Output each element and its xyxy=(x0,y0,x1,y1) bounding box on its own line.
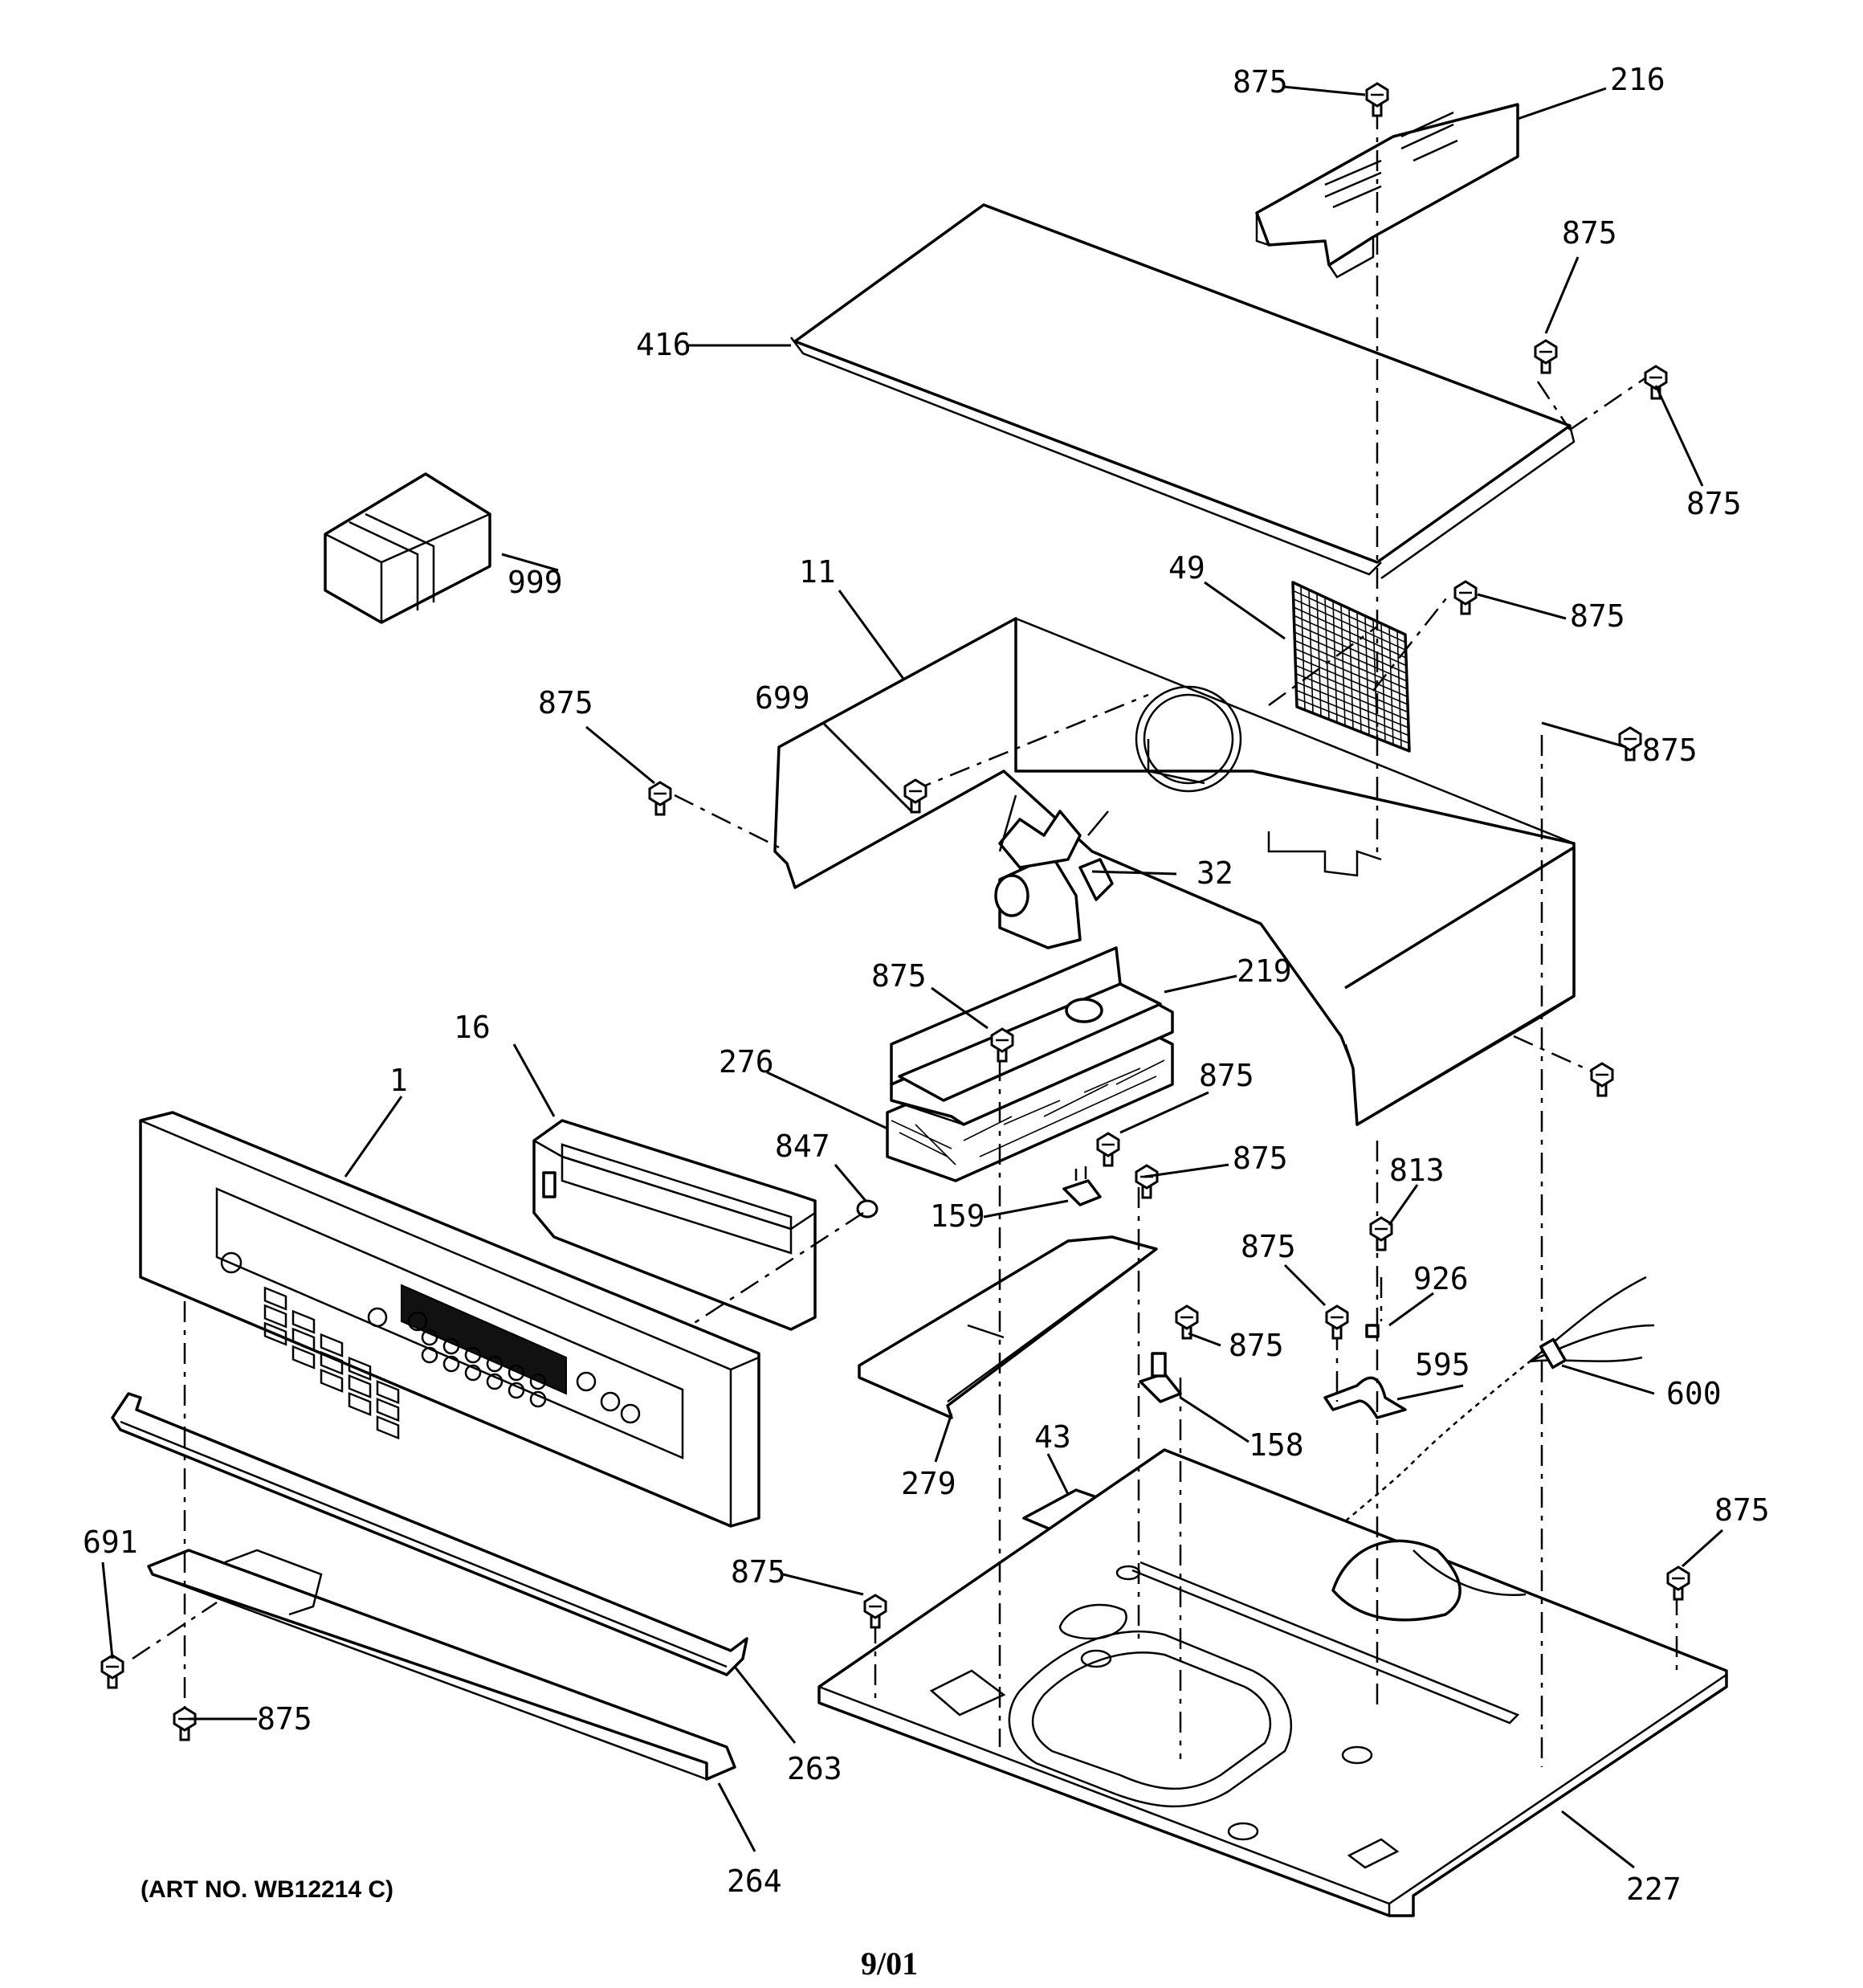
screw-icon xyxy=(1369,1216,1393,1251)
part-216-vent-cover xyxy=(1255,103,1519,279)
callout-43: 43 xyxy=(1034,1419,1071,1455)
screw-icon xyxy=(1365,82,1389,117)
callout-875: 875 xyxy=(538,685,593,720)
callout-875: 875 xyxy=(257,1701,312,1737)
part-416-top-panel xyxy=(790,203,1576,580)
screw-icon xyxy=(1590,1062,1614,1097)
callout-216: 216 xyxy=(1610,62,1665,97)
part-158-switch xyxy=(1139,1352,1182,1403)
part-926-clip xyxy=(1365,1324,1380,1338)
screw-icon xyxy=(173,1706,197,1741)
callout-875: 875 xyxy=(1233,1141,1288,1176)
part-159-switch xyxy=(1062,1166,1102,1206)
callout-699: 699 xyxy=(755,680,810,716)
callout-416: 416 xyxy=(636,327,691,362)
screw-icon xyxy=(1096,1132,1120,1167)
art-number: (ART NO. WB12214 C) xyxy=(141,1876,393,1903)
screw-icon xyxy=(1618,726,1642,761)
part-227-base-pan xyxy=(817,1448,1728,1917)
callout-813: 813 xyxy=(1389,1153,1445,1188)
callout-875: 875 xyxy=(1229,1328,1284,1363)
callout-1: 1 xyxy=(389,1063,408,1098)
callout-600: 600 xyxy=(1666,1376,1722,1411)
part-263-front-trim xyxy=(111,1392,748,1676)
screw-icon xyxy=(990,1027,1014,1063)
callout-926: 926 xyxy=(1413,1261,1469,1296)
callout-159: 159 xyxy=(930,1198,985,1234)
screw-icon xyxy=(863,1594,887,1629)
callout-264: 264 xyxy=(727,1863,782,1899)
screws xyxy=(100,82,1690,1741)
callout-691: 691 xyxy=(83,1525,138,1560)
leader-lines xyxy=(101,85,1724,1869)
part-11-housing xyxy=(773,617,1576,1126)
part-1-control-panel xyxy=(139,1111,760,1528)
callout-276: 276 xyxy=(719,1044,774,1080)
screw-icon xyxy=(903,778,927,814)
callout-49: 49 xyxy=(1168,550,1205,586)
callout-875: 875 xyxy=(731,1554,786,1590)
callout-875: 875 xyxy=(1233,64,1288,100)
callout-279: 279 xyxy=(901,1466,956,1501)
screw-icon xyxy=(1175,1304,1199,1340)
callout-158: 158 xyxy=(1249,1427,1304,1463)
callout-16: 16 xyxy=(454,1010,491,1045)
callout-999: 999 xyxy=(508,565,563,600)
revision-date: 9/01 xyxy=(861,1945,918,1982)
part-999-parts-box xyxy=(324,472,491,624)
part-16-control-board xyxy=(532,1119,817,1331)
callout-labels: 875 216 875 416 875 999 11 49 875 875 69… xyxy=(83,62,1770,1907)
callout-32: 32 xyxy=(1196,855,1233,891)
part-595-clamp xyxy=(1323,1376,1407,1419)
screw-icon xyxy=(1644,365,1668,400)
screw-icon xyxy=(648,781,672,816)
part-264-bottom-trim xyxy=(147,1549,736,1781)
callout-847: 847 xyxy=(775,1129,830,1164)
callout-875: 875 xyxy=(1199,1058,1254,1093)
part-49-grille xyxy=(1291,581,1411,753)
callout-263: 263 xyxy=(787,1751,842,1786)
callout-219: 219 xyxy=(1237,953,1292,989)
screw-icon xyxy=(1666,1565,1690,1601)
callout-875: 875 xyxy=(1562,215,1617,251)
callout-875: 875 xyxy=(1241,1229,1296,1264)
callout-875: 875 xyxy=(1686,486,1742,521)
callout-875: 875 xyxy=(1642,733,1698,768)
callout-595: 595 xyxy=(1415,1347,1470,1382)
screw-icon xyxy=(1453,580,1478,615)
alignment-lines xyxy=(132,108,1678,1767)
callout-11: 11 xyxy=(799,554,836,590)
screw-icon xyxy=(1534,339,1558,374)
callout-227: 227 xyxy=(1626,1872,1682,1907)
part-219-bracket xyxy=(890,946,1174,1126)
part-279-duct xyxy=(858,1235,1158,1419)
screw-icon xyxy=(1325,1304,1349,1340)
callout-875: 875 xyxy=(871,958,927,994)
screw-icon xyxy=(100,1654,124,1689)
callout-875: 875 xyxy=(1570,598,1625,634)
part-32-fan-motor xyxy=(994,794,1114,949)
callout-875: 875 xyxy=(1714,1492,1770,1528)
